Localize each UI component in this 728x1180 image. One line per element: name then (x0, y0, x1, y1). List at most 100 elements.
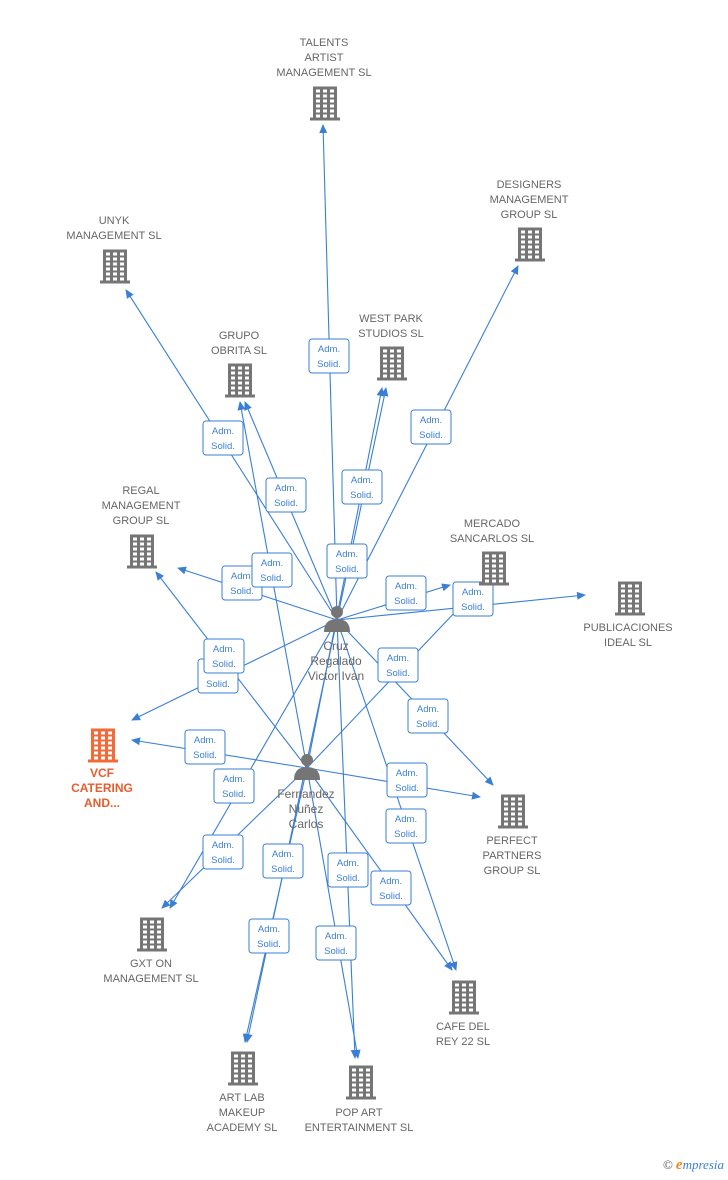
company-label: CAFE DEL (436, 1021, 490, 1033)
relation-label[interactable]: Adm.Solid. (315, 925, 357, 961)
relation-label-box (386, 762, 428, 798)
empresia-watermark[interactable]: ©empresia (663, 1157, 724, 1174)
relation-label-text: Adm. (395, 581, 417, 592)
relation-label-text: Solid. (260, 573, 284, 584)
relation-label[interactable]: Adm.Solid. (202, 420, 244, 456)
relation-label-text: Adm. (387, 653, 409, 664)
relation-label-text: Solid. (211, 441, 235, 452)
relation-label-text: Solid. (206, 679, 230, 690)
relation-label[interactable]: Adm.Solid. (370, 870, 412, 906)
person-label: Cruz (323, 639, 348, 653)
relation-label[interactable]: Adm.Solid. (203, 638, 245, 674)
relation-label-text: Solid. (274, 498, 298, 509)
person-icon (324, 606, 350, 632)
building-icon (515, 227, 545, 262)
company-node-unyk[interactable]: UNYK MANAGEMENT SL (66, 215, 162, 284)
relation-label-box (251, 552, 293, 588)
relation-label-text: Solid. (211, 855, 235, 866)
company-label: MAKEUP (219, 1107, 265, 1119)
relation-label[interactable]: Adm.Solid. (262, 843, 304, 879)
company-label: MERCADO (464, 518, 521, 530)
relation-label-text: Solid. (395, 783, 419, 794)
company-label: OBRITA SL (211, 345, 267, 357)
edge-cruz-popart (336, 619, 359, 1059)
relation-label[interactable]: Adm.Solid. (265, 477, 307, 513)
relation-label-box (326, 543, 368, 579)
person-label: Carlos (289, 817, 324, 831)
relation-label-text: Solid. (271, 864, 295, 875)
relation-label[interactable]: Adm.Solid. (248, 918, 290, 954)
relation-label-text: Solid. (193, 750, 217, 761)
relation-label-box (385, 575, 427, 611)
relation-label[interactable]: Adm. Solid. (251, 552, 293, 588)
building-icon (479, 551, 509, 586)
company-label: STUDIOS SL (358, 328, 423, 340)
person-label: Victor Ivan (308, 669, 364, 683)
company-label: SANCARLOS SL (450, 533, 534, 545)
relation-label-text: Adm. (212, 840, 234, 851)
relation-label-box (410, 409, 452, 445)
relation-label-text: Solid. (419, 430, 443, 441)
relation-label[interactable]: Adm.Solid. (452, 581, 494, 617)
building-icon (225, 363, 255, 398)
person-label: Fernandez (277, 787, 334, 801)
relation-label[interactable]: Adm. Solid. (377, 647, 419, 683)
relation-label-text: Solid. (317, 359, 341, 370)
relation-label[interactable]: Adm. Solid. (184, 729, 226, 765)
company-node-westpark[interactable]: WEST PARK STUDIOS SL (358, 313, 424, 381)
relation-label[interactable]: Adm.Solid. (407, 698, 449, 734)
relation-label-box (407, 698, 449, 734)
relation-label-text: Adm. (261, 558, 283, 569)
relation-label-box (184, 729, 226, 765)
company-label: ENTERTAINMENT SL (305, 1122, 414, 1134)
company-label: REY 22 SL (436, 1036, 490, 1048)
relation-label-text: Adm. (213, 644, 235, 655)
relation-label[interactable]: Adm.Solid. (213, 768, 255, 804)
company-node-cafe[interactable]: CAFE DEL REY 22 SL (436, 980, 490, 1049)
company-label: WEST PARK (359, 313, 423, 325)
relation-label-box (248, 918, 290, 954)
company-label: MANAGEMENT SL (66, 230, 161, 242)
relation-label-box (327, 852, 369, 888)
relation-label-text: Adm. (351, 475, 373, 486)
company-label: GROUP SL (484, 865, 541, 877)
relation-label[interactable]: Adm.Solid. (326, 543, 368, 579)
relation-label[interactable]: Adm.Solid. (385, 808, 427, 844)
relation-label[interactable]: Adm.Solid. (308, 338, 350, 374)
building-icon (100, 249, 130, 284)
relation-label[interactable]: Adm. Solid. (386, 762, 428, 798)
relation-label-box (308, 338, 350, 374)
relation-label[interactable]: Adm.Solid. (341, 469, 383, 505)
relation-label[interactable]: Adm. Solid. (202, 834, 244, 870)
company-label: MANAGEMENT SL (103, 973, 198, 985)
relation-label-box (262, 843, 304, 879)
edge-fernandez-artlab (242, 767, 308, 1043)
relation-label-text: Solid. (386, 668, 410, 679)
company-label: ACADEMY SL (207, 1122, 278, 1134)
relation-label-text: Adm. (396, 768, 418, 779)
relation-label[interactable]: Adm.Solid. (410, 409, 452, 445)
relation-label[interactable]: Adm. Solid. (385, 575, 427, 611)
company-node-mercado[interactable]: MERCADO SANCARLOS SL (450, 518, 534, 586)
relation-label-text: Solid. (394, 829, 418, 840)
company-node-vcf[interactable]: VCFCATERINGAND... (71, 728, 133, 811)
relation-label[interactable]: Adm.Solid. (327, 852, 369, 888)
building-icon (228, 1051, 258, 1086)
company-label: AND... (84, 796, 120, 810)
relation-label-box (452, 581, 494, 617)
relation-label-text: Adm. (194, 735, 216, 746)
relation-label-box (315, 925, 357, 961)
relation-label-text: Solid. (394, 596, 418, 607)
company-label: UNYK (99, 215, 130, 227)
